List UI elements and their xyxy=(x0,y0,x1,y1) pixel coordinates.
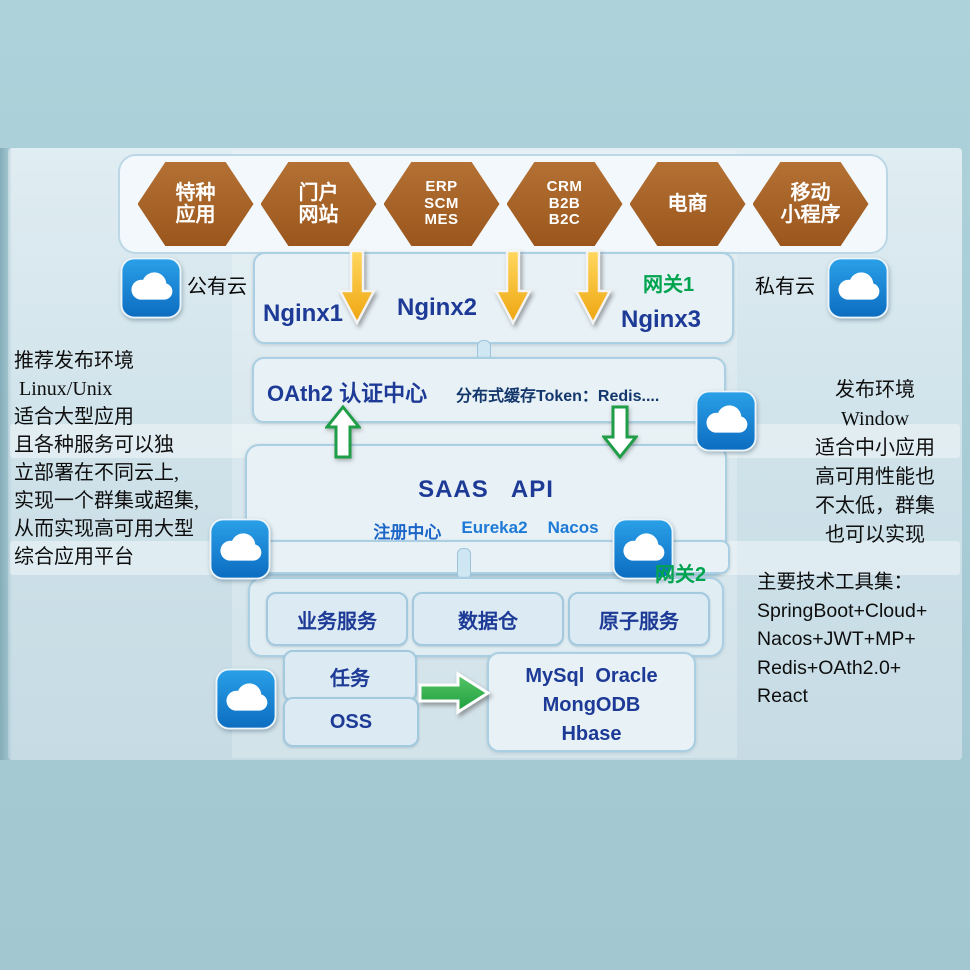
up-arrow-icon xyxy=(325,405,361,459)
data-warehouse-box: 数据仓 xyxy=(412,592,564,646)
note-line: 实现一个群集或超集, xyxy=(14,490,199,512)
oauth-center-box: OAth2 认证中心 分布式缓存Token：Redis.... xyxy=(252,357,726,423)
note-line: 不太低，群集 xyxy=(815,495,935,517)
private-cloud-icon xyxy=(827,257,889,319)
task-box: 任务 xyxy=(283,650,417,702)
hex-line: SCM xyxy=(424,194,459,212)
app-hexagon-portal: 门户 网站 xyxy=(260,162,377,246)
hex-line: 小程序 xyxy=(780,204,841,226)
oss-box: OSS xyxy=(283,697,419,747)
note-line: 推荐发布环境 xyxy=(14,350,134,372)
down-arrow-icon xyxy=(602,405,638,459)
right-deployment-note: 发布环境 Window 适合中小应用 高可用性能也 不太低，群集 也可以实现 xyxy=(790,376,960,550)
hex-line: ERP xyxy=(425,178,458,196)
note-line: SpringBoot+Cloud+ xyxy=(757,599,928,622)
note-line: 发布环境 xyxy=(835,379,915,401)
note-line: 主要技术工具集： xyxy=(757,571,914,593)
hex-line: CRM xyxy=(546,178,583,196)
public-cloud-icon xyxy=(120,257,182,319)
note-line: 且各种服务可以独 xyxy=(14,434,174,456)
note-line: 适合大型应用 xyxy=(14,406,134,428)
note-line: 高可用性能也 xyxy=(815,466,935,488)
hex-line: B2B xyxy=(548,194,581,212)
note-line: 适合中小应用 xyxy=(815,437,935,459)
applications-container: 特种 应用 门户 网站 ERP SCM MES CRM B2B B2C 电商 移… xyxy=(118,154,888,254)
oauth-title: OAth2 认证中心 xyxy=(267,381,428,406)
hex-line: 网站 xyxy=(298,204,339,226)
app-hexagon-crm: CRM B2B B2C xyxy=(506,162,623,246)
down-arrow-icon xyxy=(494,249,532,327)
note-line: Window xyxy=(840,408,910,430)
nginx1-label: Nginx1 xyxy=(263,300,344,327)
atomic-service-box: 原子服务 xyxy=(568,592,710,646)
note-line: 综合应用平台 xyxy=(14,546,134,568)
saas-api-title: SAAS API xyxy=(418,476,554,503)
hex-line: B2C xyxy=(548,211,581,229)
hex-line: 电商 xyxy=(667,193,708,215)
note-line: Redis+OAth2.0+ xyxy=(757,656,902,679)
connector-pipe xyxy=(457,548,471,580)
cloud-icon xyxy=(209,518,271,580)
down-arrow-icon xyxy=(338,249,376,327)
hex-line: 应用 xyxy=(175,204,216,226)
nginx2-label: Nginx2 xyxy=(397,294,478,321)
slide-edge-shading xyxy=(0,148,12,760)
db-line: Hbase xyxy=(561,723,622,745)
db-line: MongODB xyxy=(542,694,641,716)
private-cloud-label: 私有云 xyxy=(755,276,815,298)
note-line: 立部署在不同云上, xyxy=(14,462,179,484)
note-line: React xyxy=(757,685,808,707)
database-box: MySql Oracle MongODB Hbase xyxy=(487,652,696,752)
hex-line: 特种 xyxy=(175,182,216,204)
hex-line: 门户 xyxy=(298,182,339,204)
db-line: MySql Oracle xyxy=(525,665,658,687)
nginx3-label: Nginx3 xyxy=(621,306,702,333)
right-arrow-icon xyxy=(418,670,490,716)
gateway2-label: 网关2 xyxy=(655,564,707,586)
down-arrow-icon xyxy=(574,249,612,327)
left-deployment-note: 推荐发布环境 Linux/Unix 适合大型应用 且各种服务可以独 立部署在不同… xyxy=(14,347,254,571)
cloud-icon xyxy=(612,518,674,580)
hex-line: MES xyxy=(424,211,459,229)
note-line: Nacos+JWT+MP+ xyxy=(757,628,916,650)
note-line: Linux/Unix xyxy=(14,378,113,400)
business-service-box: 业务服务 xyxy=(266,592,408,646)
public-cloud-label: 公有云 xyxy=(187,276,247,298)
app-hexagon-erp: ERP SCM MES xyxy=(383,162,500,246)
note-line: 从而实现高可用大型 xyxy=(14,518,194,540)
hex-line: 移动 xyxy=(790,182,831,204)
cloud-icon xyxy=(695,390,757,452)
registry-label: 注册中心 xyxy=(373,523,442,542)
note-line: 也可以实现 xyxy=(825,524,925,546)
registry-row: 注册中心 Eureka2 Nacos xyxy=(247,518,725,543)
services-container: 业务服务 数据仓 原子服务 xyxy=(248,577,724,657)
tech-stack-note: 主要技术工具集： SpringBoot+Cloud+ Nacos+JWT+MP+… xyxy=(757,568,970,711)
app-hexagon-special: 特种 应用 xyxy=(137,162,254,246)
eureka-label: Eureka2 xyxy=(461,518,528,537)
app-hexagon-miniprogram: 移动 小程序 xyxy=(752,162,869,246)
nginx-gateway-box: Nginx1 Nginx2 Nginx3 网关1 xyxy=(253,252,734,344)
gateway1-label: 网关1 xyxy=(643,274,695,296)
nacos-label: Nacos xyxy=(547,518,599,537)
token-cache-label: 分布式缓存Token：Redis.... xyxy=(456,388,660,405)
cloud-icon xyxy=(215,668,277,730)
app-hexagon-ecommerce: 电商 xyxy=(629,162,746,246)
